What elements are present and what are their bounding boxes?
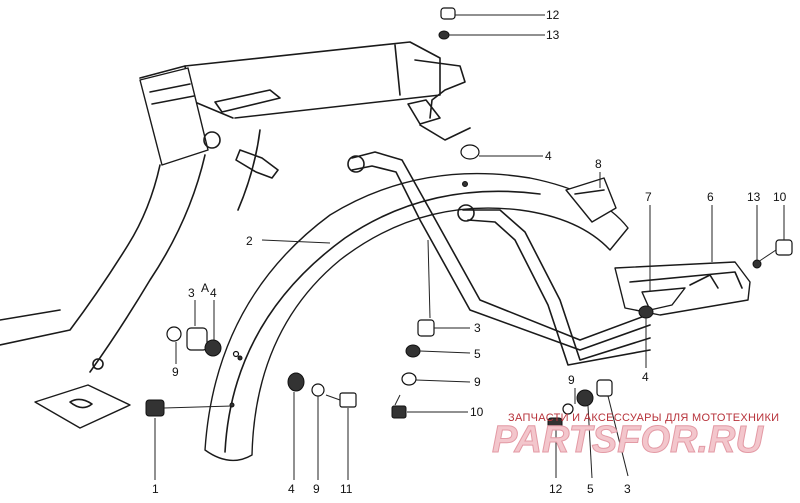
motorcycle-frame xyxy=(0,41,471,429)
watermark: ЗАПЧАСТИ И АКСЕССУАРЫ ДЛЯ МОТОТЕХНИКИ PA… xyxy=(492,412,780,462)
callout-3-mid: 3 xyxy=(474,321,481,335)
taillight-bracket xyxy=(565,177,751,316)
callout-8: 8 xyxy=(595,157,602,171)
callout-2: 2 xyxy=(246,234,253,248)
hardware xyxy=(145,7,793,431)
callout-9-left: 9 xyxy=(172,365,179,379)
watermark-logo: PARTSFOR.RU xyxy=(492,419,764,461)
callout-12-bottom: 12 xyxy=(549,482,563,496)
callout-13-top: 13 xyxy=(546,28,560,42)
callout-12-top: 12 xyxy=(546,8,560,22)
callout-3-left: 3 xyxy=(188,286,195,300)
leader-lines xyxy=(154,14,785,480)
callout-4-right: 4 xyxy=(642,370,649,384)
callout-4-top: 4 xyxy=(545,149,552,163)
callout-11-bottom: 11 xyxy=(340,482,353,496)
callout-9-bottom: 9 xyxy=(313,482,320,496)
callout-13-right: 13 xyxy=(747,190,761,204)
callout-labels: 12 13 4 8 7 6 13 10 2 3 A 4 9 1 3 5 9 10… xyxy=(152,8,787,496)
callout-10-right: 10 xyxy=(773,190,787,204)
callout-4-left: 4 xyxy=(210,286,217,300)
callout-5-bottom: 5 xyxy=(587,482,594,496)
callout-1: 1 xyxy=(152,482,159,496)
fender-stay xyxy=(347,151,651,366)
callout-9-mid: 9 xyxy=(474,375,481,389)
callout-10-mid: 10 xyxy=(470,405,484,419)
callout-9-bottom-right: 9 xyxy=(568,373,575,387)
callout-6: 6 xyxy=(707,190,714,204)
callout-a: A xyxy=(201,281,209,295)
watermark-caption: ЗАПЧАСТИ И АКСЕССУАРЫ ДЛЯ МОТОТЕХНИКИ xyxy=(508,412,779,424)
callout-3-bottom: 3 xyxy=(624,482,631,496)
callout-7: 7 xyxy=(645,190,652,204)
callout-4-bottom: 4 xyxy=(288,482,295,496)
callout-5-mid: 5 xyxy=(474,347,481,361)
